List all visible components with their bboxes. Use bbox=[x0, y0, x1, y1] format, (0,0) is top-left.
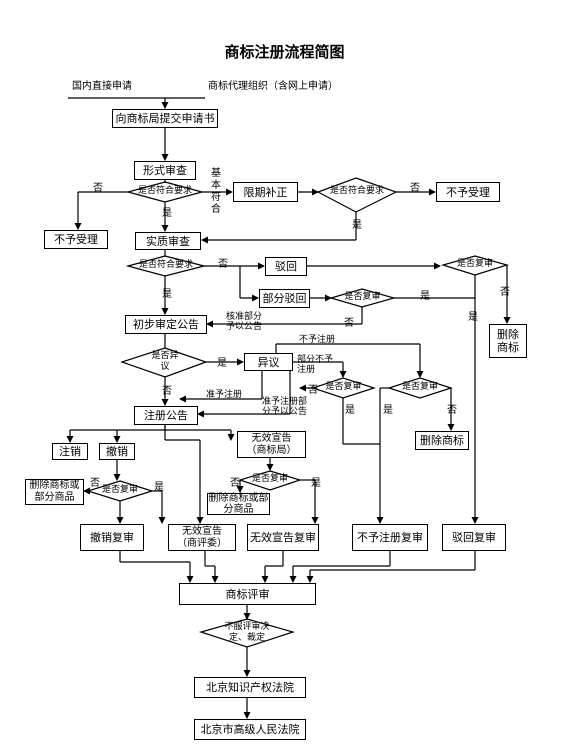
registration-box: 注册公告 bbox=[134, 406, 198, 425]
invalid-board-box: 无效宣告（商评委） bbox=[168, 524, 236, 551]
not-accepted-left-box: 不予受理 bbox=[44, 230, 108, 249]
edge-yes: 是 bbox=[345, 405, 355, 416]
decision-meets-3: 是否符合要求 bbox=[138, 260, 193, 270]
revoke-box: 撤销 bbox=[99, 443, 135, 460]
revoke-review-box: 撤销复审 bbox=[80, 524, 144, 551]
edge-yes: 是 bbox=[383, 405, 393, 416]
edge-no: 否 bbox=[308, 385, 318, 396]
edge-no: 否 bbox=[93, 183, 103, 194]
edge-yes: 是 bbox=[162, 289, 172, 300]
edge-yes: 是 bbox=[217, 358, 227, 369]
source-direct: 国内直接申请 bbox=[72, 81, 132, 92]
edge-grant-register: 准予注册 bbox=[206, 390, 243, 400]
cancel-box: 注销 bbox=[52, 443, 88, 460]
decision-opposition: 是否异议 bbox=[151, 351, 179, 372]
submit-box: 向商标局提交申请书 bbox=[112, 109, 218, 128]
not-accepted-right-box: 不予受理 bbox=[436, 182, 500, 202]
reject-box: 驳回 bbox=[265, 257, 307, 276]
delete-right-box: 删除商标 bbox=[489, 324, 527, 358]
decision-meets-1: 是否符合要求 bbox=[137, 186, 192, 196]
decision-review-left: 是否复审 bbox=[101, 485, 138, 495]
edge-no: 否 bbox=[410, 183, 420, 194]
edge-yes: 是 bbox=[162, 208, 172, 219]
formal-review-box: 形式审查 bbox=[134, 161, 196, 180]
edge-yes: 是 bbox=[468, 312, 478, 323]
edge-yes: 是 bbox=[311, 478, 321, 489]
partial-reject-box: 部分驳回 bbox=[259, 289, 310, 308]
decision-meets-2: 是否符合要求 bbox=[329, 186, 384, 196]
reject-review-box: 驳回复审 bbox=[442, 524, 506, 551]
refuse-reg-review-box: 不予注册复审 bbox=[352, 524, 428, 551]
delete-partial-left-box: 删除商标或部分商品 bbox=[25, 479, 84, 505]
edge-yes: 是 bbox=[154, 482, 164, 493]
invalid-review-box: 无效宣告复审 bbox=[247, 524, 319, 551]
decision-review-2: 是否复审 bbox=[344, 292, 381, 302]
preliminary-box: 初步审定公告 bbox=[125, 315, 207, 334]
edge-no: 否 bbox=[447, 405, 457, 416]
edge-grant-register-partial: 准予注册部分予以公告 bbox=[262, 397, 308, 417]
edge-no: 否 bbox=[218, 259, 228, 270]
opposition-box: 异议 bbox=[244, 353, 293, 371]
invalid-office-box: 无效宣告（商标局） bbox=[237, 431, 306, 458]
edge-no: 否 bbox=[230, 478, 240, 489]
edge-no: 否 bbox=[500, 287, 510, 298]
edge-partial-not-register: 部分不予注册 bbox=[297, 355, 334, 375]
decision-disagree: 不服评审决定、裁定 bbox=[224, 622, 270, 643]
high-court-box: 北京市高级人民法院 bbox=[194, 719, 306, 740]
substantive-review-box: 实质审查 bbox=[135, 232, 201, 250]
ip-court-box: 北京知识产权法院 bbox=[194, 677, 306, 698]
delete-partial-mid-box: 删除商标或部分商品 bbox=[207, 493, 270, 515]
decision-review-mid: 是否复审 bbox=[251, 474, 288, 484]
edge-basic-meet: 基本符合 bbox=[211, 168, 221, 215]
page-title: 商标注册流程简图 bbox=[224, 43, 345, 61]
edge-approve-partial: 核准部分予以公告 bbox=[226, 312, 263, 332]
edge-yes: 是 bbox=[420, 291, 430, 302]
correct-box: 限期补正 bbox=[233, 182, 298, 202]
source-agent: 商标代理组织（含网上申请） bbox=[208, 81, 338, 92]
decision-review-nonreg: 是否复审 bbox=[401, 382, 438, 392]
edge-no: 否 bbox=[344, 318, 354, 329]
edge-yes: 是 bbox=[352, 220, 362, 231]
board-box: 商标评审 bbox=[179, 583, 316, 605]
edge-not-register: 不予注册 bbox=[299, 335, 336, 345]
decision-review-opp: 是否复审 bbox=[325, 382, 362, 392]
edge-no: 否 bbox=[162, 386, 172, 397]
delete-mark-box: 删除商标 bbox=[415, 431, 469, 450]
edge-no: 否 bbox=[90, 478, 100, 489]
decision-review-1: 是否复审 bbox=[456, 259, 493, 269]
